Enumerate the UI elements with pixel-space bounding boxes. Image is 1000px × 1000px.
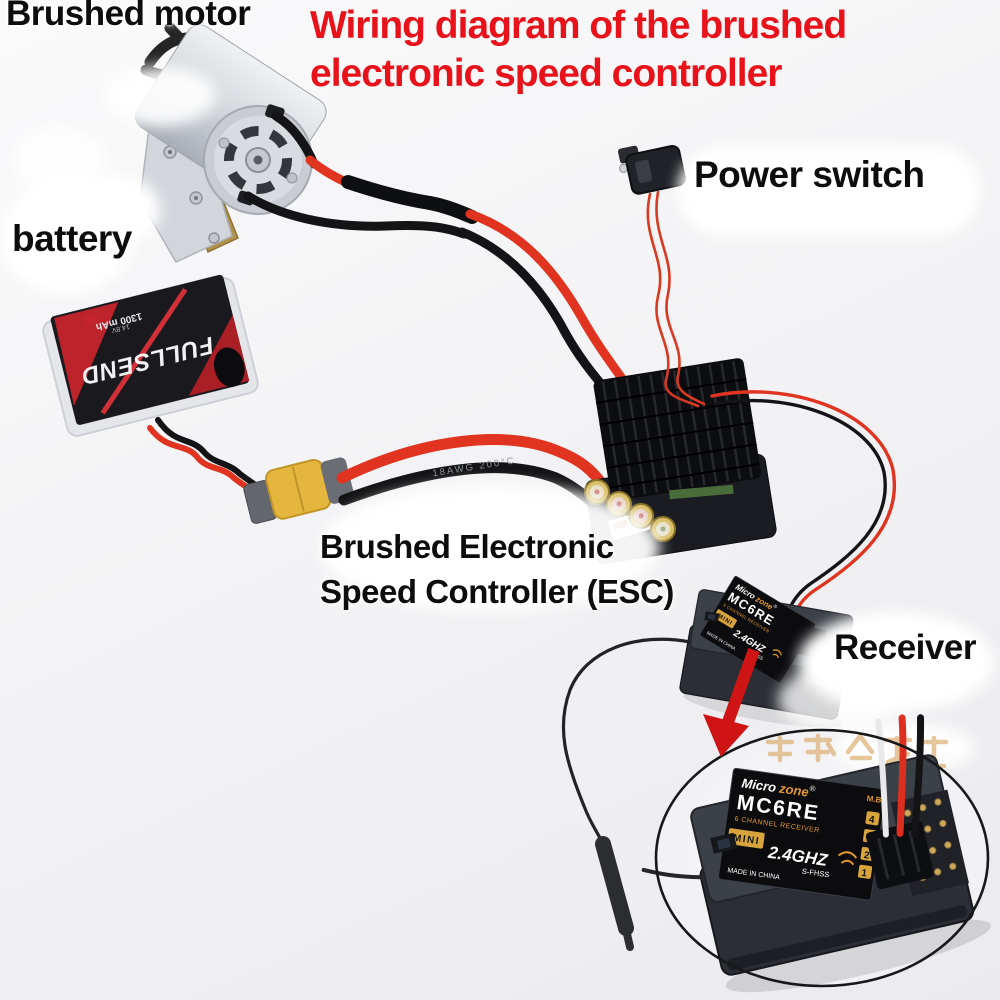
xt60-connector — [243, 457, 355, 524]
mini-badge-box — [727, 828, 765, 849]
antenna-tube — [595, 836, 634, 936]
battery-spec: 14.8V — [111, 322, 131, 333]
servo-wires — [875, 714, 925, 838]
battery-wire-red-thick — [336, 434, 608, 490]
antenna-wire — [561, 637, 692, 842]
battery-graphic-stripe — [100, 288, 188, 415]
label-battery: battery — [12, 218, 132, 259]
servo-plug-slots — [877, 830, 921, 880]
motor-face-screw — [218, 137, 230, 149]
mini-badge: MINI — [732, 833, 760, 848]
receiver-body-rim — [726, 905, 968, 971]
xt60-seam — [291, 466, 305, 512]
signal-waves-icon — [772, 649, 782, 659]
receiver-wire-black — [714, 398, 887, 636]
receiver-zoomed: Micro zone ® MC6RE 6 CHANNEL RECEIVER MI… — [641, 714, 992, 993]
bracket-screws — [163, 145, 220, 244]
battery-end-shadow — [213, 347, 245, 387]
battery-lead-black — [155, 417, 263, 491]
capacitor — [650, 516, 676, 542]
channel-number: 1 — [861, 868, 868, 880]
motor-shaft — [253, 155, 263, 165]
antenna — [561, 637, 692, 951]
battery-graphic-red — [54, 302, 119, 406]
servo-wire-red — [896, 714, 907, 837]
esc-pcb-edge — [669, 484, 734, 500]
receiver-sticker: Micro zone ® MC6RE 6 CHANNEL RECEIVER MI… — [718, 767, 887, 901]
motor-vent-ring — [224, 126, 292, 194]
zoom-circle: Micro zone ® MC6RE 6 CHANNEL RECEIVER MI… — [641, 714, 992, 993]
battery-pack: FULLSEND 1300 mAh 14.8V — [42, 274, 259, 437]
brand-reg: ® — [772, 603, 779, 611]
power-switch — [618, 144, 686, 195]
motor-wire-red-to-esc — [465, 209, 645, 409]
bind-button-window — [716, 838, 731, 850]
wire-awg-print: 18AWG 200°C — [432, 455, 517, 479]
battery-lead-red — [147, 425, 261, 497]
title-line-1: Wiring diagram of the brushed — [310, 4, 847, 47]
channel-number: 2 — [863, 850, 870, 862]
brand-micro: Micro — [741, 775, 777, 795]
motor-face-screw — [286, 172, 298, 184]
zoom-arrow — [703, 647, 760, 757]
signal-waves-icon — [837, 851, 858, 866]
brand-zone: zone — [777, 780, 809, 799]
heatshrink-sleeve — [341, 175, 437, 210]
battery-leads — [147, 417, 263, 497]
label-esc-line-2: Speed Controller (ESC) — [320, 573, 674, 610]
label-power-switch: Power switch — [694, 154, 925, 195]
antenna-stub — [641, 867, 703, 880]
label-esc-line-1: Brushed Electronic — [320, 528, 614, 565]
switch-wires — [646, 190, 706, 408]
label-receiver: Receiver — [834, 628, 976, 667]
mini-badge-box — [713, 609, 737, 629]
port-text: M.B — [866, 794, 882, 805]
servo-wire-white — [875, 718, 889, 838]
title-line-2: electronic speed controller — [310, 52, 783, 95]
heatsink-cuts — [595, 378, 760, 489]
motor-wire-black-lower — [243, 191, 469, 239]
switch-wire-red — [655, 190, 706, 406]
receiver-wire-red — [710, 390, 897, 640]
brand-reg: ® — [809, 784, 816, 794]
servo-wire-black — [911, 714, 925, 838]
bind-button-window — [707, 613, 716, 620]
label-brushed-motor: Brushed motor — [6, 0, 251, 33]
circle-outline — [654, 728, 990, 988]
channel-number: 4 — [868, 814, 875, 826]
motor-wires — [243, 111, 645, 415]
heatsink-fins — [601, 360, 753, 499]
mode-text: S-FHSS — [801, 867, 830, 880]
erase-blobs — [0, 66, 994, 734]
esc-receiver-wires — [710, 390, 897, 640]
battery-capacity-chip — [82, 313, 98, 326]
receiver-shadow — [725, 919, 992, 993]
label-esc: Brushed Electronic Speed Controller (ESC… — [320, 524, 674, 614]
switch-wire-red — [646, 192, 700, 408]
antenna-tube-tip — [623, 930, 634, 951]
switch-lever — [635, 159, 653, 184]
diagram-title: Wiring diagram of the brushed electronic… — [310, 2, 847, 98]
